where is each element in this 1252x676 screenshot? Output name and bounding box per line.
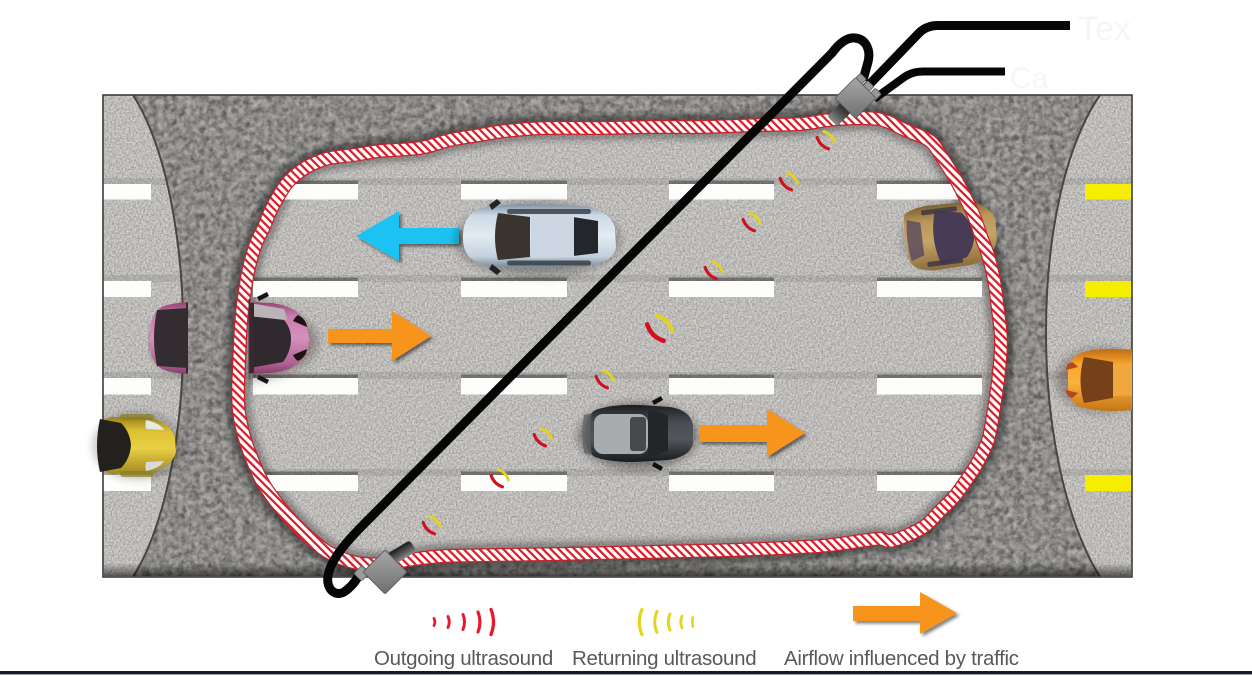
svg-text:Returning ultrasound: Returning ultrasound <box>572 647 756 670</box>
svg-text:Ca: Ca <box>1010 62 1049 95</box>
svg-text:Outgoing ultrasound: Outgoing ultrasound <box>374 647 553 670</box>
svg-text:Tex: Tex <box>1078 10 1131 48</box>
svg-text:Airflow influenced by traffic: Airflow influenced by traffic <box>784 647 1019 670</box>
